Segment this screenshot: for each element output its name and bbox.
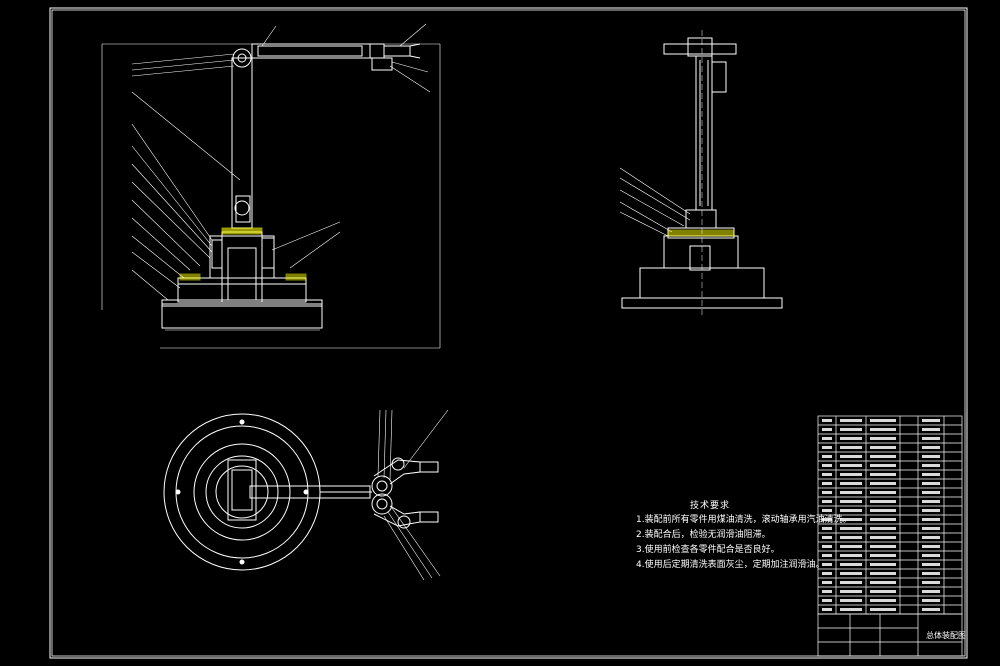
parts-list-entries	[822, 419, 940, 611]
front-view	[101, 23, 441, 349]
title-block	[817, 613, 963, 657]
parts-list-table	[817, 415, 963, 615]
tech-requirements-title: 技术要求	[690, 501, 731, 511]
tech-requirement-1: 1.装配前所有零件用煤油清洗，滚动轴承用汽油清洗。	[636, 515, 852, 525]
outer-frame	[49, 7, 968, 659]
top-view	[163, 409, 449, 581]
side-view	[619, 30, 783, 316]
tech-requirement-2: 2.装配合后，检验无润滑油阻滞。	[636, 530, 771, 540]
inner-frame	[51, 9, 966, 657]
tech-requirement-4: 4.使用后定期清洗表面灰尘，定期加注润滑油。	[636, 560, 825, 570]
tech-requirement-3: 3.使用前检查各零件配合是否良好。	[636, 545, 780, 555]
drawing-name: 总体装配图	[926, 631, 966, 640]
